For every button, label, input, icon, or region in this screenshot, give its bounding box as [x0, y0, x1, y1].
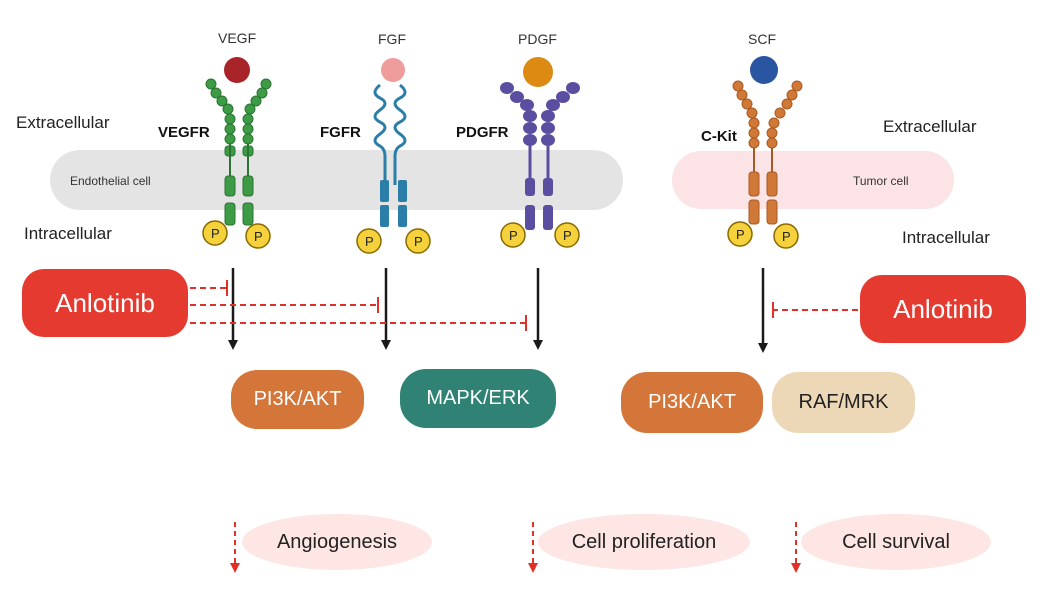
vegf-ligand — [224, 57, 250, 83]
ckit-receptor — [732, 80, 803, 225]
signal-arrows — [228, 268, 768, 353]
phospho-label: P — [563, 228, 572, 243]
intracellular-left-label: Intracellular — [24, 224, 112, 243]
tumor-membrane — [672, 151, 954, 209]
cell-survival-outcome: Cell survival — [801, 514, 991, 570]
phospho-label: P — [211, 226, 220, 241]
pdgf-ligand — [523, 57, 553, 87]
tumor-cell-label: Tumor cell — [853, 174, 909, 188]
phospho-label: P — [414, 234, 423, 249]
pdgfr-receptor — [500, 82, 580, 230]
extracellular-left-label: Extracellular — [16, 113, 110, 132]
angiogenesis-outcome: Angiogenesis — [242, 514, 432, 570]
vegfr-stems — [229, 144, 249, 176]
pdgfr-stems — [528, 146, 550, 178]
fgf-ligand — [381, 58, 405, 82]
inhibition-lines — [190, 280, 858, 331]
fgfr-receptor — [373, 83, 407, 185]
endothelial-cell-label: Endothelial cell — [70, 174, 151, 188]
anlotinib-left-box: Anlotinib — [22, 269, 188, 337]
pdgfr-label: PDGFR — [456, 124, 509, 141]
vegf-label: VEGF — [218, 30, 257, 46]
fgf-label: FGF — [378, 31, 406, 47]
raf-mrk-box: RAF/MRK — [772, 372, 915, 433]
phospho-label: P — [736, 227, 745, 242]
fgfr-label: FGFR — [320, 124, 361, 141]
ckit-stems — [753, 148, 773, 172]
pi3k-akt-left-box: PI3K/AKT — [231, 370, 364, 429]
phospho-label: P — [365, 234, 374, 249]
phospho-label: P — [782, 229, 791, 244]
intracellular-right-label: Intracellular — [902, 228, 990, 247]
cell-proliferation-outcome: Cell proliferation — [538, 514, 750, 570]
vegfr-label: VEGFR — [158, 124, 210, 141]
phosphate-groups — [202, 220, 799, 254]
phospho-label: P — [254, 229, 263, 244]
mapk-erk-box: MAPK/ERK — [400, 369, 556, 428]
phospho-label: P — [509, 228, 518, 243]
scf-label: SCF — [748, 31, 776, 47]
pdgf-label: PDGF — [518, 31, 557, 47]
anlotinib-right-box: Anlotinib — [860, 275, 1026, 343]
fgfr-domains — [380, 180, 407, 227]
endothelial-membrane — [50, 150, 623, 210]
outcome-arrows — [230, 522, 801, 573]
extracellular-right-label: Extracellular — [883, 117, 977, 136]
pi3k-akt-right-box: PI3K/AKT — [621, 372, 763, 433]
scf-ligand — [750, 56, 778, 84]
ckit-label: C-Kit — [701, 128, 737, 145]
